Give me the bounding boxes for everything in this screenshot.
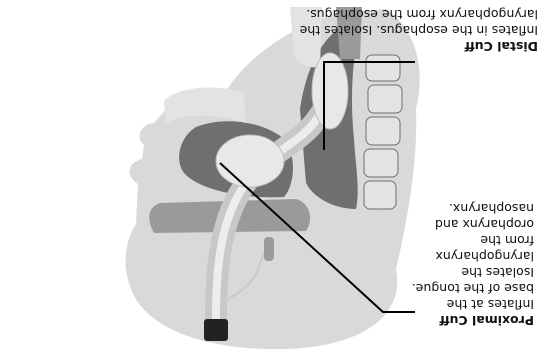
proximal-cuff [216,135,284,187]
distal-cuff-label: Distal Cuff Inflates in the esophagus. I… [262,6,538,54]
cervical-spine [364,55,402,209]
tube-connector [204,319,228,341]
proximal-cuff-description: Inflates at the base of the tongue. Isol… [404,200,534,312]
proximal-cuff-label: Proximal Cuff Inflates at the base of th… [404,200,534,328]
proximal-cuff-title: Proximal Cuff [404,312,534,328]
distal-cuff-title: Distal Cuff [262,38,538,54]
pilot-balloon [264,237,274,261]
distal-cuff [312,53,348,129]
distal-cuff-description: Inflates in the esophagus. Isolates the … [262,6,538,38]
